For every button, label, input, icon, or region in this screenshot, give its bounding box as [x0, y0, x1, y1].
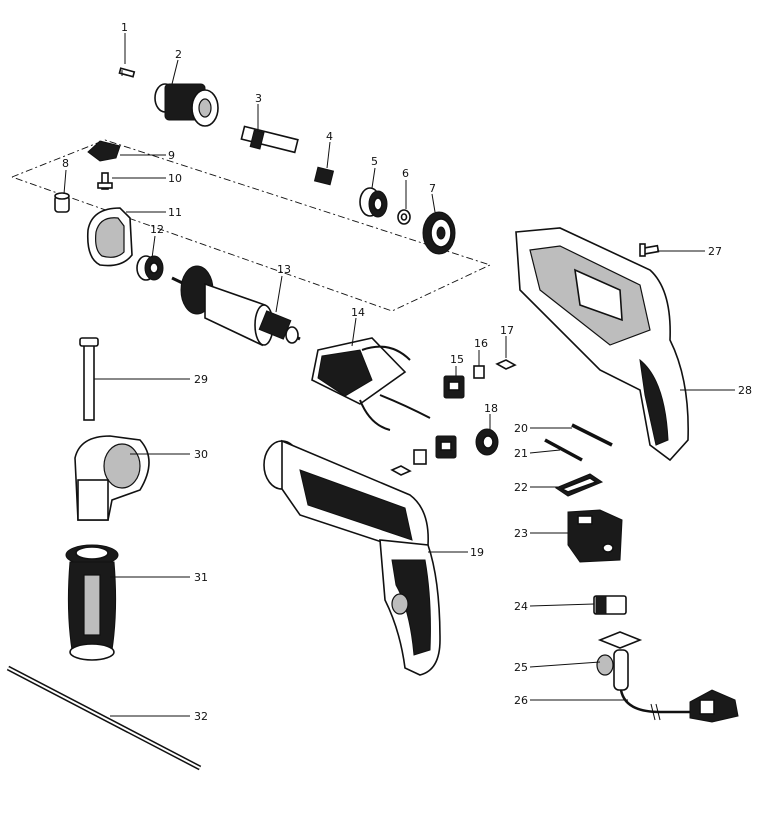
part-label-29: 29: [194, 373, 208, 386]
part-label-16: 16: [474, 337, 488, 350]
part-1-chuck-screw: [118, 67, 136, 78]
leader-lines: [63, 33, 735, 717]
part-9-mode-switch-knob: [87, 140, 121, 162]
part-15-brush-holder: [443, 375, 465, 399]
part-label-31: 31: [194, 571, 208, 584]
part-label-8: 8: [62, 157, 69, 170]
part-8-bushing: [54, 192, 70, 213]
part-3-spindle: [240, 125, 299, 154]
part-28-housing-half: [515, 227, 689, 462]
part-labels: 1 2 3 4 5 6 7 8 9 10 11 12 13 14 15 16 1…: [62, 21, 752, 723]
part-22-brush-plate: [554, 473, 604, 497]
part-17-brush-cap: [495, 359, 517, 370]
part-label-1: 1: [121, 21, 128, 34]
part-label-19: 19: [470, 546, 484, 559]
part-32-long-rod: [6, 665, 202, 771]
part-label-2: 2: [175, 48, 182, 61]
part-label-22: 22: [514, 481, 528, 494]
part-13-armature: [171, 265, 301, 347]
part-label-11: 11: [168, 206, 182, 219]
part-label-3: 3: [255, 92, 262, 105]
part-2-drill-chuck: [154, 83, 219, 127]
part-14-stator: [311, 337, 431, 431]
part-label-23: 23: [514, 527, 528, 540]
part-4-spring: [313, 166, 335, 186]
part-label-21: 21: [514, 447, 528, 460]
part-31-side-handle: [65, 544, 119, 661]
part-label-26: 26: [514, 694, 528, 707]
part-5-bearing: [359, 187, 388, 218]
part-12-bearing: [136, 255, 164, 281]
part-20-spring: [571, 423, 613, 447]
part-label-10: 10: [168, 172, 182, 185]
part-25-cable-clamp: [596, 631, 643, 691]
part-label-14: 14: [351, 306, 365, 319]
part-label-9: 9: [168, 149, 175, 162]
part-label-28: 28: [738, 384, 752, 397]
part-label-20: 20: [514, 422, 528, 435]
part-label-25: 25: [514, 661, 528, 674]
part-label-12: 12: [150, 223, 164, 236]
part-29-depth-rod: [79, 337, 99, 421]
part-16-carbon-brush: [473, 360, 485, 379]
part-label-7: 7: [429, 182, 436, 195]
part-label-27: 27: [708, 245, 722, 258]
part-21-spring: [544, 438, 583, 462]
part-label-17: 17: [500, 324, 514, 337]
part-label-4: 4: [326, 130, 333, 143]
part-24-capacitor: [593, 595, 627, 615]
part-7-gear: [422, 211, 456, 255]
part-10-pin: [97, 172, 113, 190]
part-19-assembled-drill: [263, 439, 441, 676]
part-11-gear-cover: [86, 207, 133, 267]
part-label-30: 30: [194, 448, 208, 461]
part-label-15: 15: [450, 353, 464, 366]
part-label-13: 13: [277, 263, 291, 276]
part-23-trigger-switch: [567, 509, 623, 563]
part-label-18: 18: [484, 402, 498, 415]
part-label-24: 24: [514, 600, 528, 613]
part-label-32: 32: [194, 710, 208, 723]
part-label-6: 6: [402, 167, 409, 180]
part-18-bearing: [475, 428, 499, 456]
part-label-5: 5: [371, 155, 378, 168]
part-26-power-cord: [619, 689, 739, 723]
spare-brush-holder: [390, 435, 457, 476]
part-30-handle-clamp: [74, 435, 150, 521]
part-27-screw: [639, 243, 660, 257]
part-6-washer: [397, 209, 411, 225]
gearbox-group-outline: [11, 139, 492, 312]
